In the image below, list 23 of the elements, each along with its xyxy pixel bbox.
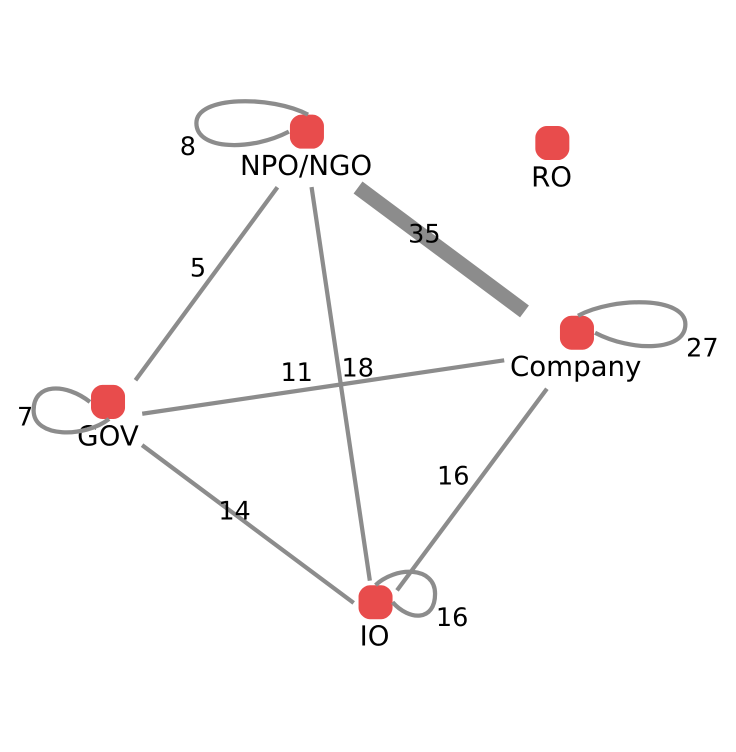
connector [142,358,505,416]
edge-label: 11 [280,358,313,388]
node-label: IO [360,619,390,652]
node-label: Company [510,350,642,383]
edge-label: 27 [686,332,719,363]
edge-label: 8 [180,132,196,162]
connector [577,300,688,348]
edge-label: 14 [218,496,251,526]
edge-label: 7 [16,402,34,432]
edge-label: 16 [437,461,470,492]
connector [309,186,372,581]
connector [194,98,309,147]
connector [140,442,355,604]
connector [31,386,110,434]
edge-label: 5 [190,253,206,284]
connector [374,569,438,618]
node-label: RO [531,160,572,193]
connector [354,181,529,317]
edge-label: 16 [436,602,468,632]
connector [134,186,280,381]
node-label: NPO/NGO [240,148,372,182]
edge-label: 18 [341,353,374,384]
connector [395,386,549,592]
